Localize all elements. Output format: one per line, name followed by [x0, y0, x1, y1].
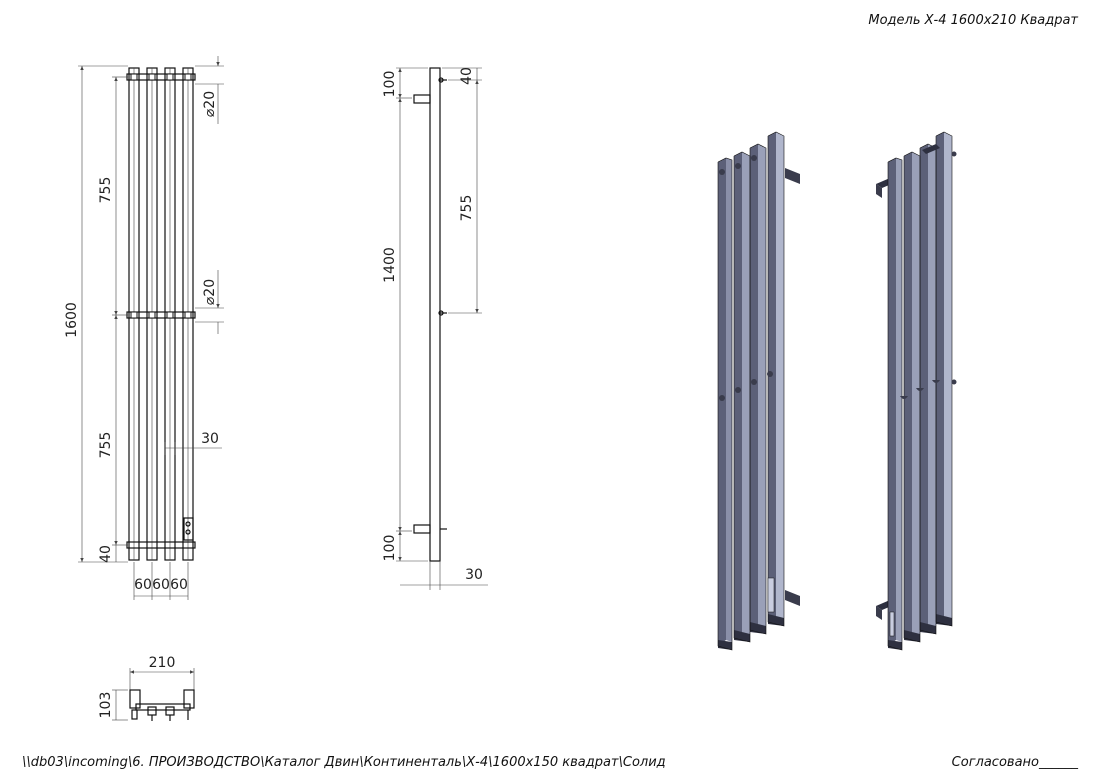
- top-width-label: 210: [149, 655, 176, 671]
- front-dia-upper-label: ⌀20: [202, 91, 218, 117]
- front-tube-offset-label: 30: [201, 431, 219, 447]
- front-bottom-offset-label: 40: [98, 545, 114, 563]
- top-view: 210 103: [98, 655, 195, 721]
- side-view: 100 1400 100 40 755 30: [382, 67, 488, 590]
- drawing-title: Модель Х-4 1600х210 Квадрат: [868, 13, 1078, 28]
- front-view: 1600 755 755 40 ⌀20 ⌀20 30 60 60: [64, 56, 224, 600]
- side-top-pin-label: 40: [459, 67, 475, 85]
- front-tubes: [126, 67, 196, 561]
- front-pitch-2-label: 60: [152, 577, 170, 593]
- front-height-label: 1600: [64, 302, 80, 338]
- front-pitch-3-label: 60: [170, 577, 188, 593]
- front-upper-span-label: 755: [98, 177, 114, 204]
- side-pin-span-label: 755: [459, 195, 475, 222]
- side-bottom-mount-label: 100: [382, 535, 398, 562]
- iso-view-back: [876, 131, 957, 651]
- approval-field: Согласовано______: [952, 755, 1079, 770]
- side-depth-label: 30: [465, 567, 483, 583]
- front-pitch-1-label: 60: [134, 577, 152, 593]
- front-lower-span-label: 755: [98, 432, 114, 459]
- iso-view-front: [717, 131, 800, 651]
- side-tube: [429, 67, 441, 562]
- side-top-mount-label: 100: [382, 71, 398, 98]
- front-dia-lower-label: ⌀20: [202, 279, 218, 305]
- file-path: \\db03\incoming\6. ПРОИЗВОДСТВО\Каталог …: [22, 755, 666, 770]
- side-mount-span-label: 1400: [382, 247, 398, 283]
- top-depth-label: 103: [98, 692, 114, 719]
